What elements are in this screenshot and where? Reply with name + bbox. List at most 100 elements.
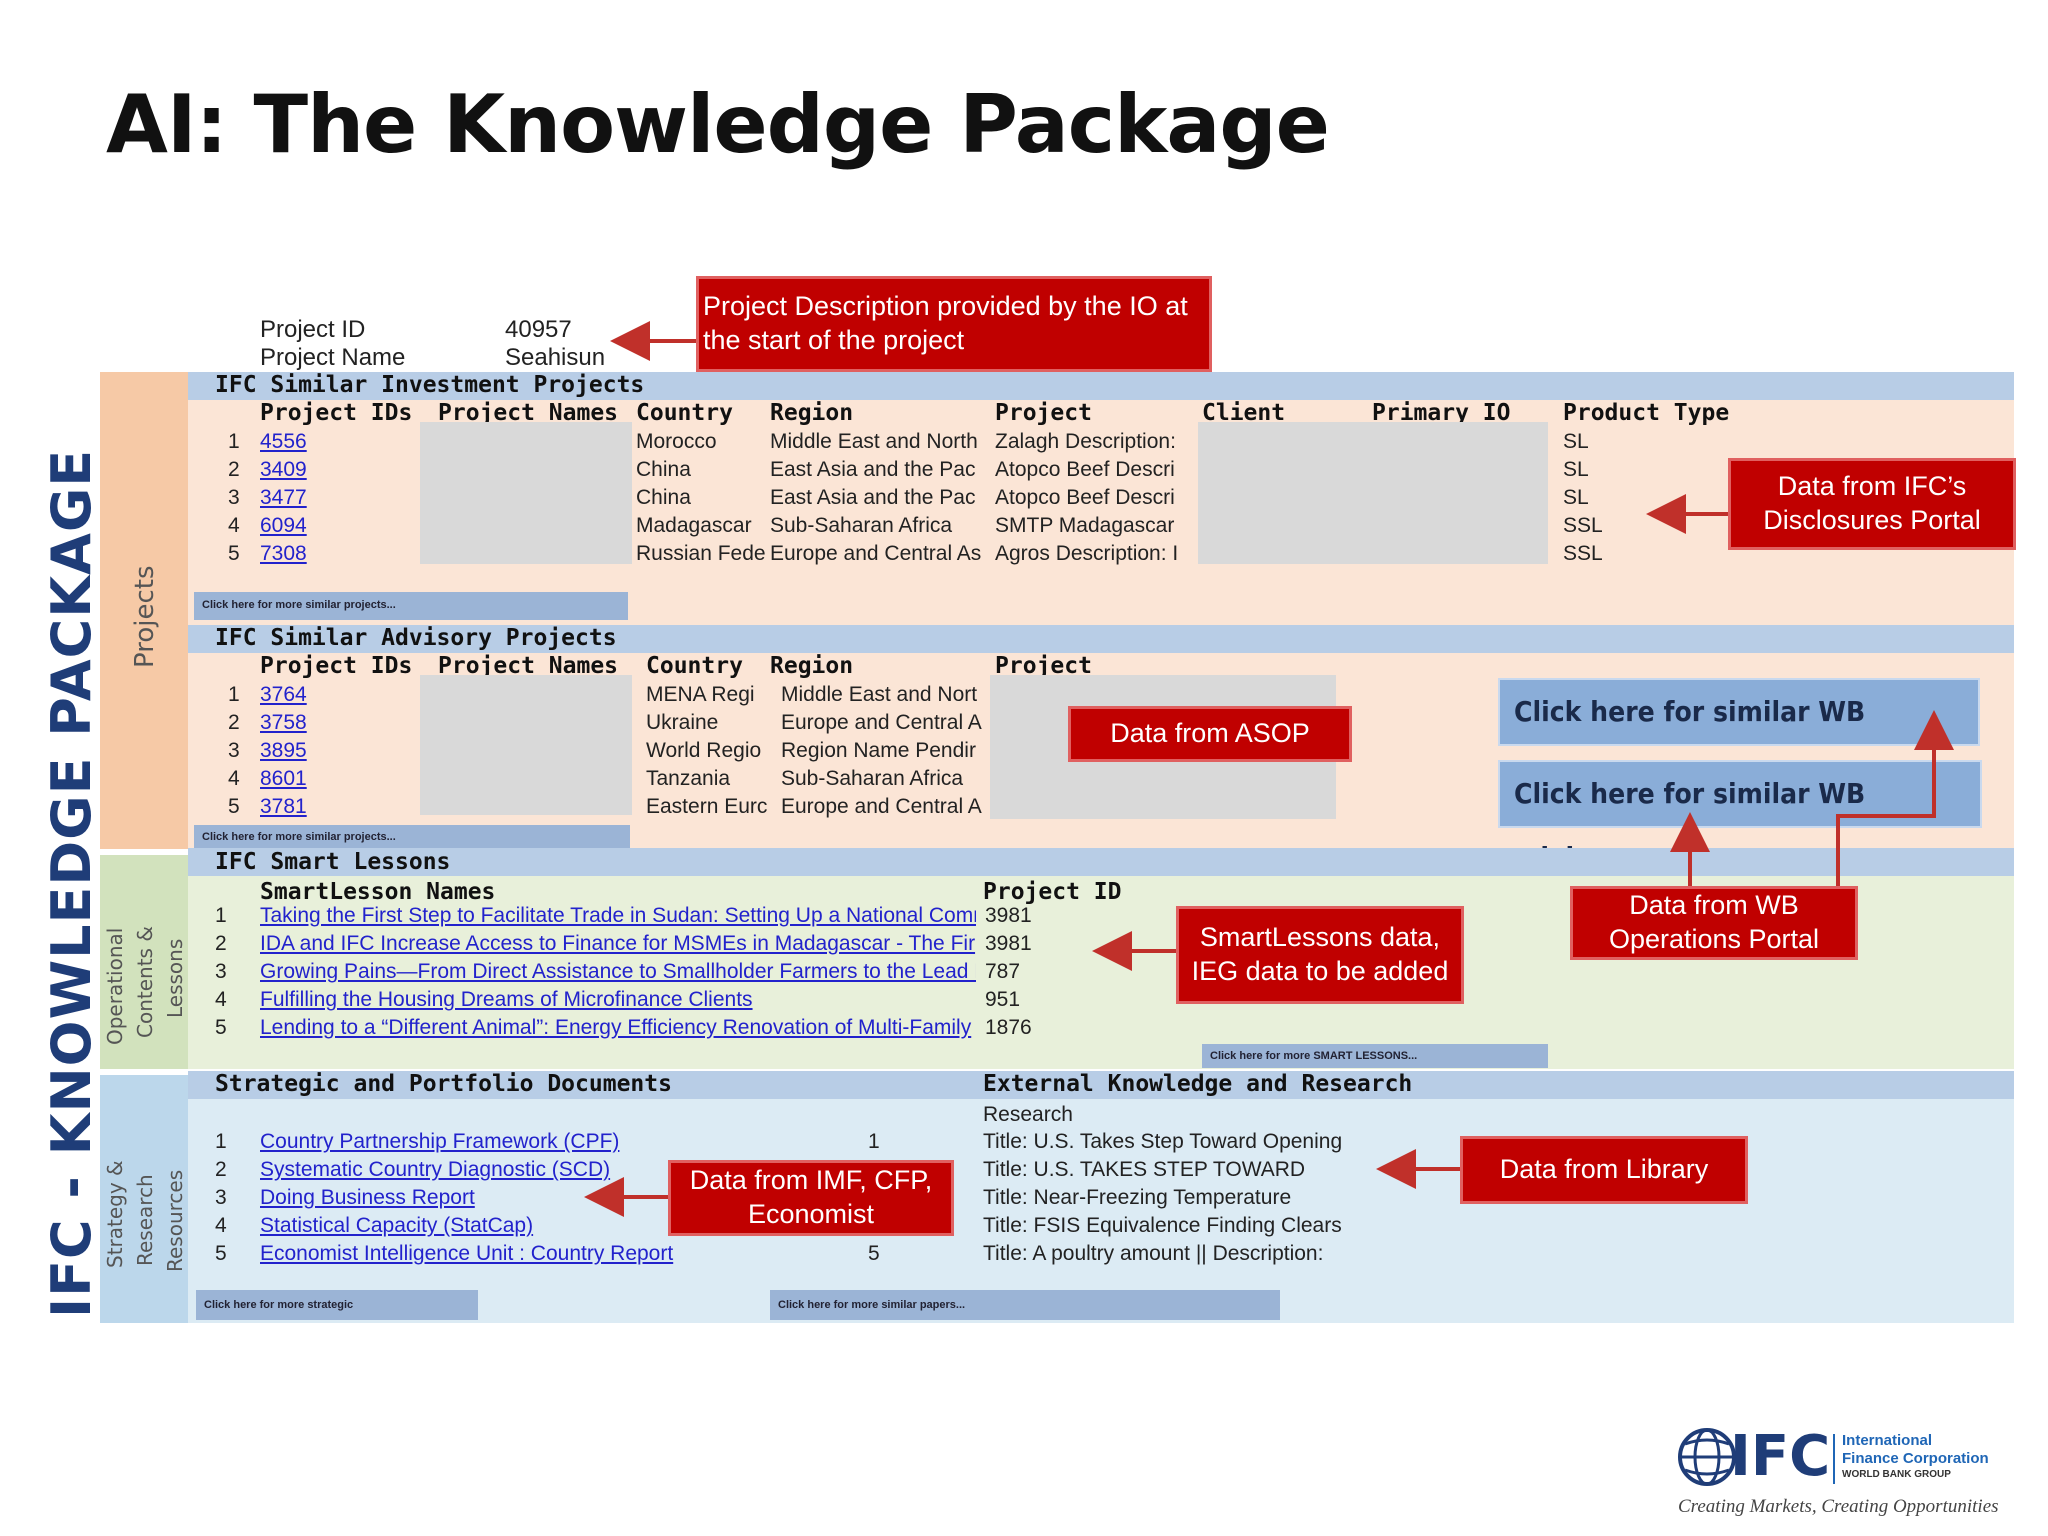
inv-header-primary-io: Primary IO xyxy=(1372,400,1511,426)
external-item: Title: A poultry amount || Description: xyxy=(983,1242,1324,1265)
lesson-num: 4 xyxy=(215,988,227,1011)
callout-library: Data from Library xyxy=(1460,1136,1748,1204)
adv-row-country: MENA Regi xyxy=(646,683,755,706)
inv-row-project: Atopco Beef Descri xyxy=(995,458,1175,481)
lessons-header-names: SmartLesson Names xyxy=(260,879,496,905)
strategic-num: 5 xyxy=(215,1242,227,1265)
more-strategic-button[interactable]: Click here for more strategic xyxy=(196,1290,478,1320)
adv-row-id-link[interactable]: 3758 xyxy=(260,711,307,734)
inv-row-country: China xyxy=(636,458,691,481)
projects-side xyxy=(100,372,188,849)
strategic-link[interactable]: Economist Intelligence Unit : Country Re… xyxy=(260,1242,674,1265)
external-item: Title: U.S. Takes Step Toward Opening xyxy=(983,1130,1343,1153)
more-smart-lessons-button[interactable]: Click here for more SMART LESSONS... xyxy=(1202,1044,1548,1068)
lesson-pid: 1876 xyxy=(985,1016,1032,1039)
inv-row-id-link[interactable]: 4556 xyxy=(260,430,307,453)
inv-row-id-link[interactable]: 6094 xyxy=(260,514,307,537)
lessons-side xyxy=(100,855,188,1069)
inv-row-num: 3 xyxy=(228,486,240,509)
adv-row-id-link[interactable]: 3764 xyxy=(260,683,307,706)
adv-row-region: Middle East and Nort xyxy=(781,683,978,706)
adv-header-region: Region xyxy=(770,653,854,679)
inv-header-product-type: Product Type xyxy=(1563,400,1730,426)
project-name-value: Seahisun xyxy=(505,344,606,371)
wb-lending-button[interactable]: Click here for similar WB lending xyxy=(1498,678,1980,792)
logo-line-2: Finance Corporation xyxy=(1842,1450,1989,1467)
inv-row-num: 1 xyxy=(228,430,240,453)
strategic-link[interactable]: Systematic Country Diagnostic (SCD) xyxy=(260,1158,611,1181)
strategic-num: 3 xyxy=(215,1186,227,1209)
strategic-value: 1 xyxy=(868,1130,880,1153)
external-item: Title: U.S. TAKES STEP TOWARD xyxy=(983,1158,1306,1181)
strategic-link[interactable]: Doing Business Report xyxy=(260,1186,475,1209)
adv-row-region: Sub-Saharan Africa xyxy=(781,767,964,790)
inv-row-project: Atopco Beef Descri xyxy=(995,486,1175,509)
adv-row-id-link[interactable]: 3781 xyxy=(260,795,307,818)
inv-row-id-link[interactable]: 3409 xyxy=(260,458,307,481)
logo-divider xyxy=(1833,1434,1835,1484)
inv-row-region: Europe and Central As xyxy=(770,542,982,565)
lesson-link[interactable]: IDA and IFC Increase Access to Finance f… xyxy=(260,932,976,955)
more-similar-papers-button[interactable]: Click here for more similar papers... xyxy=(770,1290,1280,1320)
strategic-link[interactable]: Country Partnership Framework (CPF) xyxy=(260,1130,620,1153)
lesson-link[interactable]: Lending to a “Different Animal”: Energy … xyxy=(260,1016,972,1039)
inv-row-project: Agros Description: I xyxy=(995,542,1179,565)
callout-disclosures: Data from IFC’s Disclosures Portal xyxy=(1728,458,2016,550)
lesson-link[interactable]: Growing Pains—From Direct Assistance to … xyxy=(260,960,976,983)
adv-row-id-link[interactable]: 3895 xyxy=(260,739,307,762)
adv-row-num: 1 xyxy=(228,683,240,706)
inv-row-type: SSL xyxy=(1563,542,1603,565)
inv-row-id-link[interactable]: 7308 xyxy=(260,542,307,565)
callout-project-description: Project Description provided by the IO a… xyxy=(696,276,1212,372)
advisory-title: IFC Similar Advisory Projects xyxy=(215,625,617,651)
strategic-title: Strategic and Portfolio Documents xyxy=(215,1071,672,1097)
adv-row-region: Europe and Central A xyxy=(781,795,982,818)
inv-row-region: East Asia and the Pac xyxy=(770,486,976,509)
project-id-label: Project ID xyxy=(260,316,366,343)
inv-row-country: Russian Fede xyxy=(636,542,766,565)
lesson-pid: 3981 xyxy=(985,932,1032,955)
inv-header-project: Project xyxy=(995,400,1092,426)
more-advisory-projects-button[interactable]: Click here for more similar projects... xyxy=(194,825,630,849)
adv-header-project: Project xyxy=(995,653,1092,679)
advisory-section-bar xyxy=(188,625,2014,653)
project-name-label: Project Name xyxy=(260,344,406,371)
inv-row-num: 5 xyxy=(228,542,240,565)
adv-row-region: Europe and Central A xyxy=(781,711,982,734)
external-subtitle: Research xyxy=(983,1103,1073,1126)
strategy-side xyxy=(100,1075,188,1323)
inv-header-region: Region xyxy=(770,400,854,426)
ifc-globe-icon xyxy=(1678,1428,1736,1486)
inv-row-type: SL xyxy=(1563,430,1589,453)
lesson-num: 2 xyxy=(215,932,227,955)
adv-row-num: 3 xyxy=(228,739,240,762)
adv-row-num: 5 xyxy=(228,795,240,818)
adv-header-ids: Project IDs xyxy=(260,653,413,679)
investment-section-bar xyxy=(188,372,2014,400)
lesson-pid: 3981 xyxy=(985,904,1032,927)
inv-row-num: 4 xyxy=(228,514,240,537)
logo-line-1: International xyxy=(1842,1432,1933,1449)
inv-row-project: SMTP Madagascar xyxy=(995,514,1175,537)
external-item: Title: Near-Freezing Temperature xyxy=(983,1186,1292,1209)
strategic-num: 2 xyxy=(215,1158,227,1181)
more-investment-projects-button[interactable]: Click here for more similar projects... xyxy=(194,592,628,620)
inv-row-id-link[interactable]: 3477 xyxy=(260,486,307,509)
lessons-header-pid: Project ID xyxy=(983,879,1122,905)
logo-tagline: Creating Markets, Creating Opportunities xyxy=(1678,1496,1999,1517)
inv-header-client: Client xyxy=(1202,400,1286,426)
strategic-value: 5 xyxy=(868,1242,880,1265)
logo-line-3: WORLD BANK GROUP xyxy=(1842,1469,1951,1480)
inv-row-region: East Asia and the Pac xyxy=(770,458,976,481)
strategic-link[interactable]: Statistical Capacity (StatCap) xyxy=(260,1214,534,1237)
adv-row-num: 2 xyxy=(228,711,240,734)
lesson-link[interactable]: Taking the First Step to Facilitate Trad… xyxy=(260,904,976,927)
inv-row-type: SL xyxy=(1563,486,1589,509)
lesson-pid: 951 xyxy=(985,988,1021,1011)
callout-imf: Data from IMF, CFP, Economist xyxy=(668,1160,954,1236)
callout-smartlessons: SmartLessons data, IEG data to be added xyxy=(1176,906,1464,1004)
lesson-link[interactable]: Fulfilling the Housing Dreams of Microfi… xyxy=(260,988,753,1011)
adv-row-id-link[interactable]: 8601 xyxy=(260,767,307,790)
lessons-title: IFC Smart Lessons xyxy=(215,849,451,875)
